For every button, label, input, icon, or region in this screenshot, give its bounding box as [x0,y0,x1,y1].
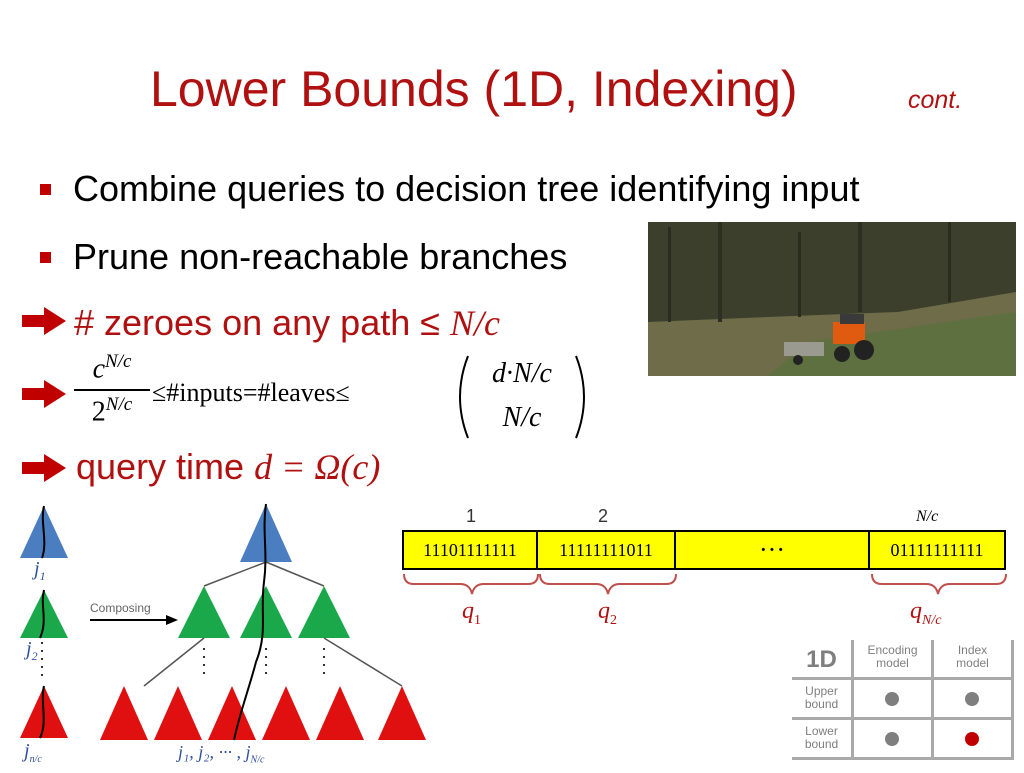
block-label-1: 1 [466,506,477,526]
bit-block-ellipsis: ··· [676,532,870,568]
status-dot-icon-highlight [965,732,979,746]
query-time-math: d = Ω(c) [254,447,381,487]
col-header-index: Index model [934,640,1014,680]
query-label-last: qN/c [910,598,942,628]
bullet-marker [40,251,51,263]
slide-title: Lower Bounds (1D, Indexing) [150,61,798,117]
bullet-2-text: Prune non-reachable branches [73,236,568,277]
query-label-1: q1 [462,598,481,628]
cell-lower-index [934,720,1014,760]
right-arrow-icon [22,307,66,335]
row-header-lower: Lower bound [792,720,854,760]
bullet-1-text: Combine queries to decision tree identif… [73,168,860,209]
fraction-denominator: 2N/c [91,394,133,428]
zeroes-math: N/c [450,303,501,343]
query-time-line: query time d = Ω(c) [76,446,380,488]
results-table: 1D Encoding model Index model Upper boun… [792,640,1018,764]
zeroes-line: # zeroes on any path ≤ N/c [74,302,500,344]
leaf-label: j₁, j₂, ··· , jN/c [178,742,265,766]
implies-arrow-2 [22,380,66,413]
fraction: cN/c 2N/c [74,352,150,427]
right-paren-icon [575,355,585,439]
counting-formula: cN/c 2N/c ≤#inputs=#leaves≤ d·N/c N/c [74,352,604,440]
cell-upper-encoding [854,680,934,720]
fraction-bar [74,389,150,392]
tractor-photo-svg [648,222,1016,376]
bullet-1: Combine queries to decision tree identif… [40,168,859,210]
bullet-2: Prune non-reachable branches [40,236,567,278]
implies-arrow-1 [22,307,66,340]
bullet-marker [40,183,51,195]
zeroes-text: # zeroes on any path ≤ [74,302,440,343]
row-header-upper: Upper bound [792,680,854,720]
decision-tree-figure: Composing j1 j2 jn/c j₁, j₂, ··· , jN/c [16,502,432,768]
left-paren-icon [459,355,469,439]
block-label-2: 2 [598,506,609,526]
cell-upper-index [934,680,1014,720]
left-label-bottom: jn/c [24,740,42,765]
decision-tree-svg: Composing [20,503,426,741]
block-label-last: N/c [916,508,939,525]
left-label-1: j1 [34,558,46,583]
query-label-2: q2 [598,598,617,628]
binomial: d·N/c N/c [452,354,592,440]
query-time-text: query time [76,446,245,487]
fraction-numerator: cN/c [92,351,132,385]
implies-arrow-3 [22,454,66,487]
bit-block-last: 01111111111 [890,540,984,560]
right-arrow-icon [22,454,66,482]
query-braces [403,573,1007,595]
status-dot-icon [885,732,899,746]
bitstring-figure: 1 2 N/c 11101111111 11111111011 ··· 0111… [400,504,1012,634]
bit-block-2: 11111111011 [538,532,676,568]
status-dot-icon [965,692,979,706]
cell-lower-encoding [854,720,934,760]
binomial-top: d·N/c [492,358,552,389]
right-arrow-icon [22,380,66,408]
bit-block-1: 11101111111 [404,532,538,568]
composing-label: Composing [90,601,151,615]
col-header-encoding: Encoding model [854,640,934,680]
status-dot-icon [885,692,899,706]
left-label-2: j2 [26,638,38,663]
table-corner: 1D [792,640,854,680]
slide-title-suffix: cont. [908,86,963,114]
formula-middle: ≤#inputs=#leaves≤ [152,378,350,407]
tractor-photo [648,222,1016,376]
binomial-bottom: N/c [502,402,542,433]
bit-array [402,530,1006,570]
